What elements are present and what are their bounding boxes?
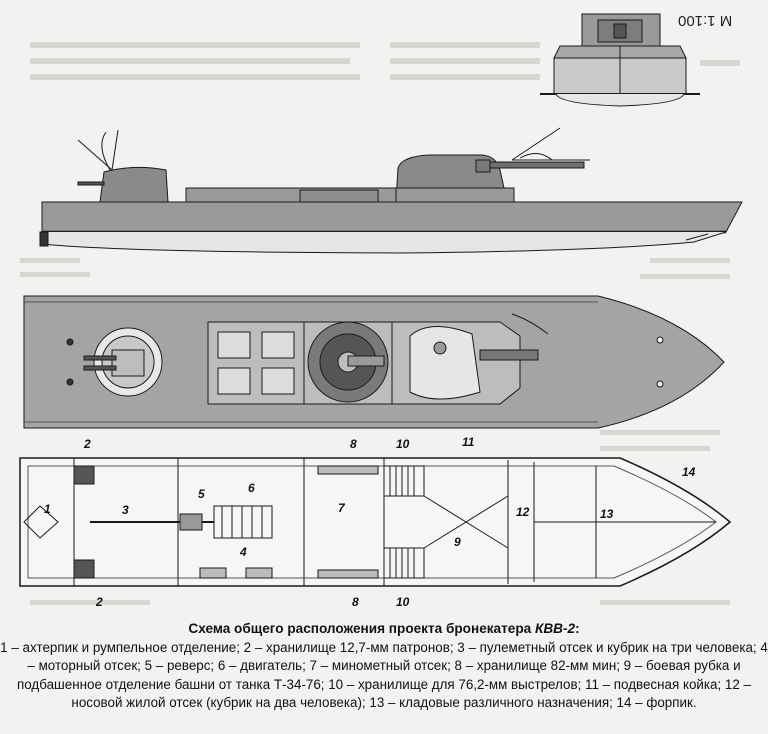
side-view [39,127,743,254]
label-10-bottom: 10 [396,595,410,609]
label-12: 12 [516,505,530,519]
label-11: 11 [462,435,475,449]
label-5: 5 [198,487,205,501]
label-14: 14 [682,465,696,479]
caption: Схема общего расположения проекта бронек… [0,620,768,713]
label-6: 6 [248,481,255,495]
label-7: 7 [338,501,346,515]
caption-body: 1 – ахтерпик и румпельное отделение; 2 –… [0,639,768,711]
deck-view [23,295,725,429]
label-13: 13 [600,507,614,521]
label-3: 3 [122,503,129,517]
label-8-top: 8 [350,437,357,451]
label-9: 9 [454,535,461,549]
label-8-bottom: 8 [352,595,359,609]
scale-label: М 1:100 [678,12,733,29]
caption-title-model: КВВ-2 [534,621,576,636]
caption-title-suffix: : [575,621,580,636]
caption-title-prefix: Схема общего расположения проекта бронек… [188,621,535,636]
label-2-top: 2 [83,437,91,451]
label-2-bottom: 2 [95,595,103,609]
caption-title: Схема общего расположения проекта бронек… [188,621,579,636]
label-4: 4 [239,545,247,559]
label-1: 1 [44,502,51,516]
cross-section-view [540,13,700,107]
compartment-plan [19,457,732,587]
label-10-top: 10 [396,437,410,451]
